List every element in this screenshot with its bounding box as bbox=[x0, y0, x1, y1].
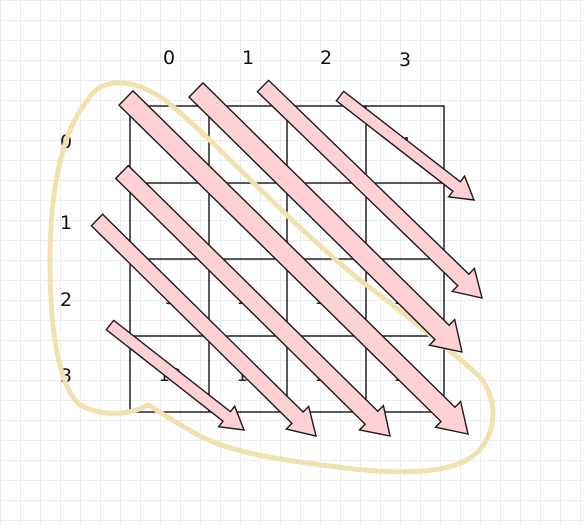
column-label-1: 1 bbox=[242, 47, 254, 69]
diagonal-arrow-icon bbox=[335, 90, 476, 201]
diagonal-arrow-icon bbox=[114, 164, 391, 437]
row-label-1: 1 bbox=[60, 212, 72, 234]
diagonal-arrow-icon bbox=[188, 81, 463, 353]
diagonal-arrow-icon bbox=[118, 89, 469, 435]
column-labels: 0 1 2 3 bbox=[163, 47, 411, 71]
column-label-0: 0 bbox=[163, 47, 175, 69]
column-label-2: 2 bbox=[320, 47, 332, 69]
row-label-2: 2 bbox=[60, 289, 72, 311]
column-label-3: 3 bbox=[399, 49, 411, 71]
diagonal-arrow-icon bbox=[256, 79, 483, 299]
diagonal-arrow-icon bbox=[90, 213, 317, 437]
diagonal-arrow-icon bbox=[105, 319, 246, 431]
hand-drawn-loop bbox=[47, 80, 496, 475]
row-labels: 0 1 2 3 bbox=[60, 131, 72, 387]
diagonal-arrows bbox=[90, 79, 483, 437]
